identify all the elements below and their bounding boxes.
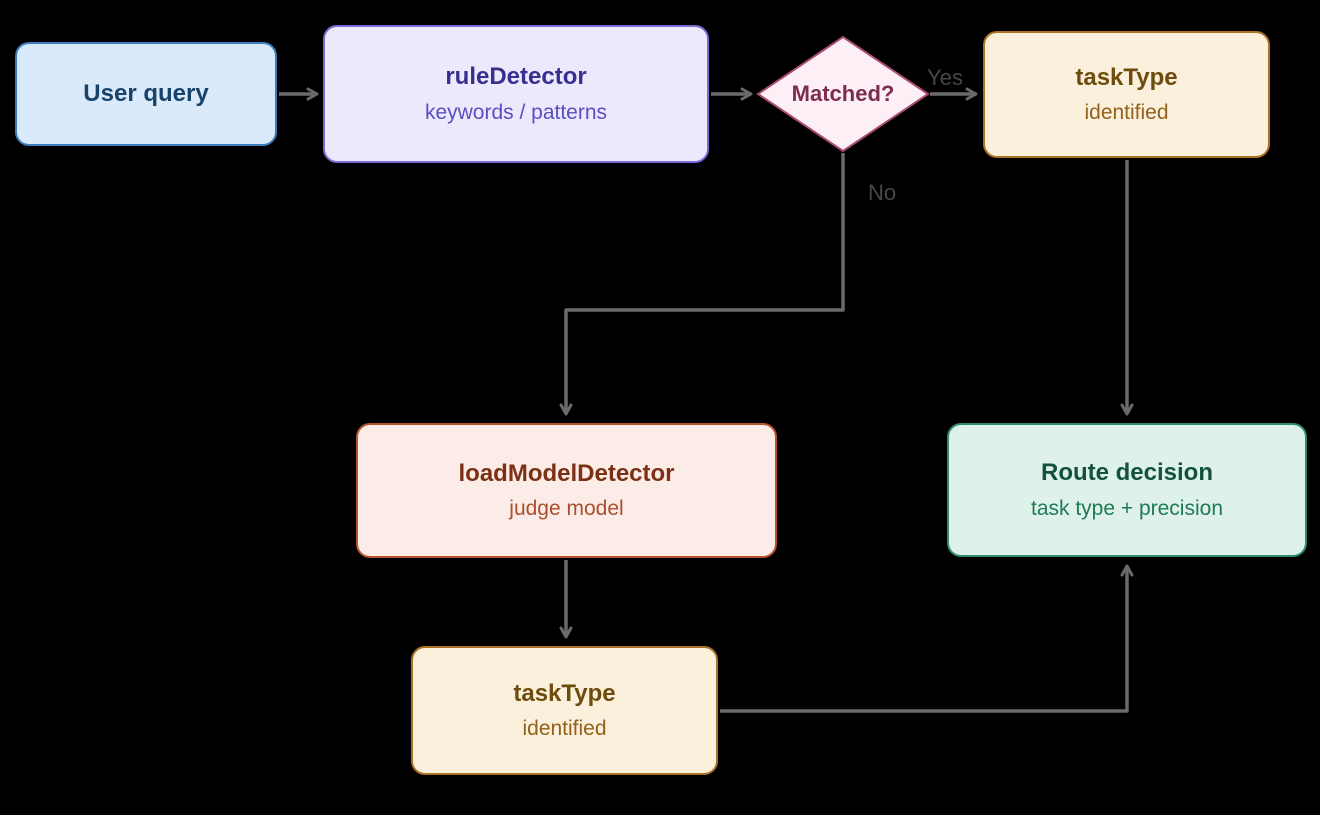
node-title: Route decision xyxy=(1040,459,1214,487)
edge-label-yes: Yes xyxy=(927,65,963,90)
node-task-type-top: taskType identified xyxy=(983,31,1270,158)
node-subtitle: task type + precision xyxy=(1030,496,1223,520)
node-route-decision: Route decision task type + precision xyxy=(947,423,1307,557)
node-subtitle: identified xyxy=(522,717,607,741)
node-title: ruleDetector xyxy=(445,63,587,91)
edge-task-type-bottom-to-route-decision xyxy=(720,564,1134,713)
node-subtitle: keywords / patterns xyxy=(424,100,608,124)
node-title: taskType xyxy=(513,679,616,707)
node-subtitle: identified xyxy=(1084,101,1169,125)
node-user-query: User query xyxy=(15,42,277,146)
node-task-type-bottom: taskType identified xyxy=(411,646,718,775)
node-title: User query xyxy=(83,79,209,107)
decision-diamond-label: Matched? xyxy=(791,81,895,106)
node-load-model-detector: loadModelDetector judge model xyxy=(356,423,777,558)
node-title: loadModelDetector xyxy=(458,459,675,487)
decision-diamond-shape xyxy=(756,35,930,153)
edge-label-no: No xyxy=(867,180,897,205)
node-rule-detector: ruleDetector keywords / patterns xyxy=(323,25,709,163)
node-subtitle: judge model xyxy=(509,497,624,521)
node-title: taskType xyxy=(1075,63,1178,91)
edge-matched-no-to-load-model xyxy=(559,153,845,416)
